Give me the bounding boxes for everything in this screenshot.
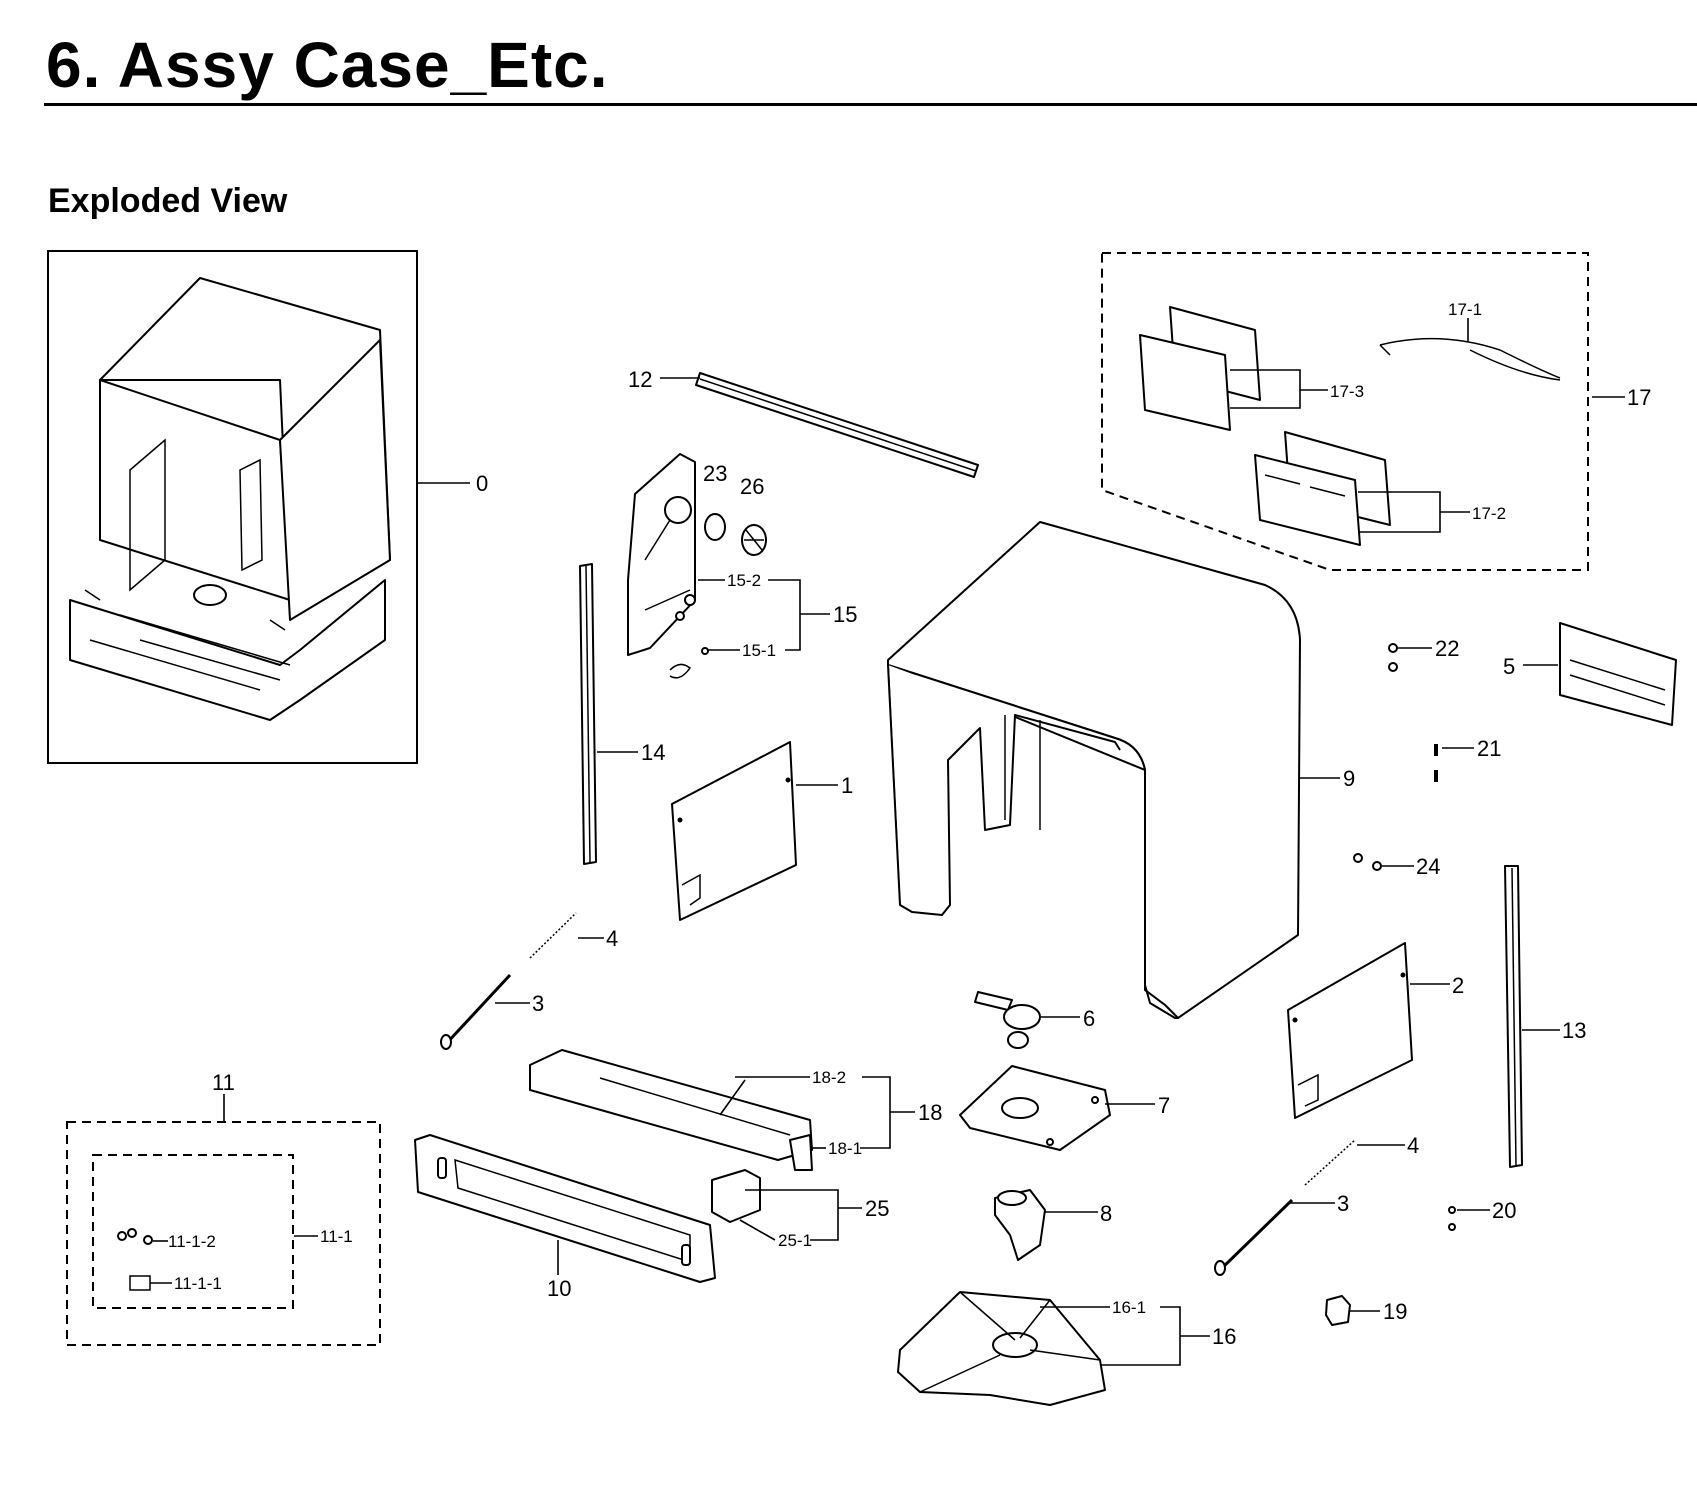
label-24: 24 xyxy=(1416,854,1440,879)
part-18-bracket xyxy=(529,1049,813,1171)
part-16-base xyxy=(897,1291,1106,1406)
label-10: 10 xyxy=(547,1276,571,1301)
label-3-right: 3 xyxy=(1337,1191,1349,1216)
section-subtitle: Exploded View xyxy=(48,182,288,220)
label-1: 1 xyxy=(841,773,853,798)
part-12-top-rail xyxy=(695,372,979,478)
part-15-1-clip xyxy=(669,647,709,679)
label-13: 13 xyxy=(1562,1018,1586,1043)
part-19-cap xyxy=(1325,1295,1351,1326)
label-7: 7 xyxy=(1158,1093,1170,1118)
part-17-1-harness xyxy=(1379,337,1561,381)
label-6: 6 xyxy=(1083,1006,1095,1031)
part-20-screws xyxy=(1448,1206,1456,1231)
part-5-cover xyxy=(1559,622,1677,726)
title-underline xyxy=(44,103,1697,106)
label-9: 9 xyxy=(1343,766,1355,791)
label-18-1: 18-1 xyxy=(828,1139,862,1158)
part-11-group-border xyxy=(66,1121,381,1346)
part-4-spring-right xyxy=(1304,1139,1356,1186)
part-17-2-brackets xyxy=(1254,431,1391,546)
label-15-2: 15-2 xyxy=(727,571,761,590)
label-15-1: 15-1 xyxy=(742,641,776,660)
label-20: 20 xyxy=(1492,1198,1516,1223)
label-4-right: 4 xyxy=(1407,1133,1419,1158)
label-11-1-1: 11-1-1 xyxy=(174,1274,222,1293)
part-24-screws xyxy=(1353,853,1382,871)
leader-17-2 xyxy=(1358,491,1470,533)
label-11-1-2: 11-1-2 xyxy=(168,1232,216,1251)
part-25-bracket xyxy=(711,1169,761,1223)
label-5: 5 xyxy=(1503,654,1515,679)
part-8-fitting xyxy=(994,1189,1046,1261)
part-17-group-border xyxy=(1101,252,1589,571)
label-4-left: 4 xyxy=(606,926,618,951)
part-11-1-2-clips xyxy=(117,1228,153,1245)
label-15: 15 xyxy=(833,602,857,627)
label-14: 14 xyxy=(641,740,665,765)
label-17: 17 xyxy=(1627,385,1651,410)
label-26: 26 xyxy=(740,474,764,499)
leader-17-3 xyxy=(1230,369,1328,409)
part-11-1-group-border xyxy=(92,1154,294,1309)
label-25-1: 25-1 xyxy=(778,1231,812,1250)
label-18: 18 xyxy=(918,1100,942,1125)
label-16-1: 16-1 xyxy=(1112,1298,1146,1317)
label-25: 25 xyxy=(865,1196,889,1221)
label-16: 16 xyxy=(1212,1324,1236,1349)
label-18-2: 18-2 xyxy=(812,1068,846,1087)
label-0: 0 xyxy=(476,471,488,496)
part-3-rod-right xyxy=(1214,1198,1294,1276)
label-21: 21 xyxy=(1477,736,1501,761)
part-15-side-bracket xyxy=(627,453,696,656)
leader-16 xyxy=(1040,1306,1210,1366)
page-title: 6. Assy Case_Etc. xyxy=(46,29,609,101)
label-11-1: 11-1 xyxy=(320,1227,353,1246)
part-1-side-panel xyxy=(671,741,797,921)
leader-25 xyxy=(739,1189,862,1241)
label-17-1: 17-1 xyxy=(1448,300,1482,319)
part-3-rod-left xyxy=(440,973,512,1050)
part-2-side-panel xyxy=(1287,942,1413,1119)
label-19: 19 xyxy=(1383,1299,1407,1324)
label-11: 11 xyxy=(212,1070,235,1095)
part-6-nozzle xyxy=(974,991,1041,1049)
label-17-3: 17-3 xyxy=(1330,382,1364,401)
part-4-spring-left xyxy=(529,912,577,959)
part-7-plate xyxy=(959,1065,1111,1151)
part-9-cabinet xyxy=(887,521,1301,1019)
label-12: 12 xyxy=(628,367,652,392)
leader-18-2-tick xyxy=(719,1079,746,1116)
part-11-1-1-clip xyxy=(129,1275,151,1291)
part-26-grille xyxy=(741,524,767,556)
leader-18 xyxy=(735,1076,915,1149)
part-22-washers xyxy=(1388,643,1398,672)
leader-15-bracket xyxy=(768,579,801,651)
label-2: 2 xyxy=(1452,973,1464,998)
label-3-left: 3 xyxy=(532,991,544,1016)
assembled-case-drawing xyxy=(69,277,391,721)
assembled-view-frame xyxy=(47,250,418,764)
label-22: 22 xyxy=(1435,636,1459,661)
part-14-left-rail xyxy=(579,563,597,865)
part-21-screws xyxy=(1434,744,1438,782)
part-10-kickplate xyxy=(414,1134,716,1283)
label-23: 23 xyxy=(703,461,727,486)
part-13-right-rail xyxy=(1504,865,1523,1168)
part-23-oring xyxy=(704,513,726,541)
label-17-2: 17-2 xyxy=(1472,504,1506,523)
part-17-3-brackets xyxy=(1139,306,1261,431)
label-8: 8 xyxy=(1100,1201,1112,1226)
